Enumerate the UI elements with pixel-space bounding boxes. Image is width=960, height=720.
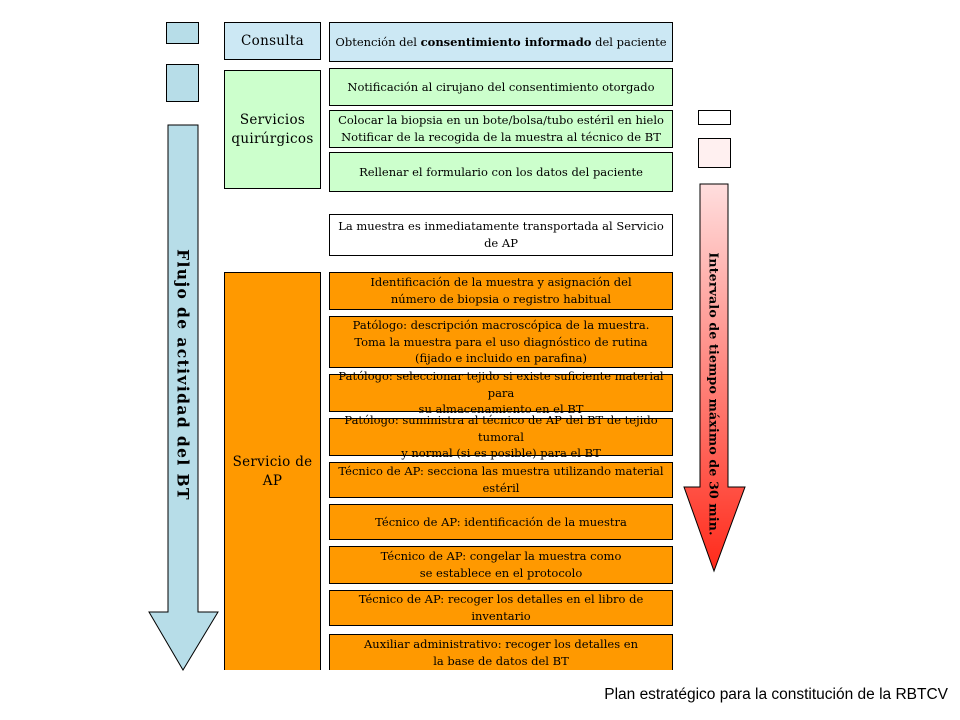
activity-flow-label: Flujo de actividad del BT	[173, 249, 193, 501]
section-servicio-ap: Servicio de AP	[224, 272, 321, 670]
step-notify-surgeon: Notificación al cirujano del consentimie…	[329, 68, 673, 106]
step-pathologist-macro: Patólogo: descripción macroscópica de la…	[329, 316, 673, 368]
step-identify-assign: Identificación de la muestra y asignació…	[329, 272, 673, 310]
step-consent-text: Obtención del consentimiento informado d…	[335, 34, 667, 49]
footer-caption: Plan estratégico para la constitución de…	[604, 686, 948, 703]
step-tech-section: Técnico de AP: secciona las muestra util…	[329, 462, 673, 498]
activity-flow-arrow	[148, 124, 219, 671]
step-form: Rellenar el formulario con los datos del…	[329, 152, 673, 192]
step-pathologist-select: Patólogo: seleccionar tejido si existe s…	[329, 369, 673, 416]
time-interval-arrow	[683, 183, 746, 573]
step-pathologist-supply: Patólogo: suministra al técnico de AP de…	[329, 413, 673, 460]
step-consent: Obtención del consentimiento informado d…	[329, 22, 673, 62]
legend-square-1	[166, 22, 199, 44]
legend-square-4	[698, 138, 731, 168]
section-consulta: Consulta	[224, 22, 321, 60]
step-transport: La muestra es inmediatamente transportad…	[329, 214, 673, 256]
legend-square-2	[166, 64, 199, 102]
section-servicios-quirurgicos: Servicios quirúrgicos	[224, 70, 321, 189]
time-interval-label: Intervalo de tiempo máximo de 30 min.	[706, 252, 722, 536]
step-tech-log: Técnico de AP: recoger los detalles en e…	[329, 590, 673, 626]
step-tech-freeze: Técnico de AP: congelar la muestra como …	[329, 546, 673, 584]
legend-square-3	[698, 110, 731, 125]
step-tech-identify: Técnico de AP: identificación de la mues…	[329, 504, 673, 540]
step-biopsy: Colocar la biopsia en un bote/bolsa/tubo…	[329, 110, 673, 148]
step-admin: Auxiliar administrativo: recoger los det…	[329, 634, 673, 670]
